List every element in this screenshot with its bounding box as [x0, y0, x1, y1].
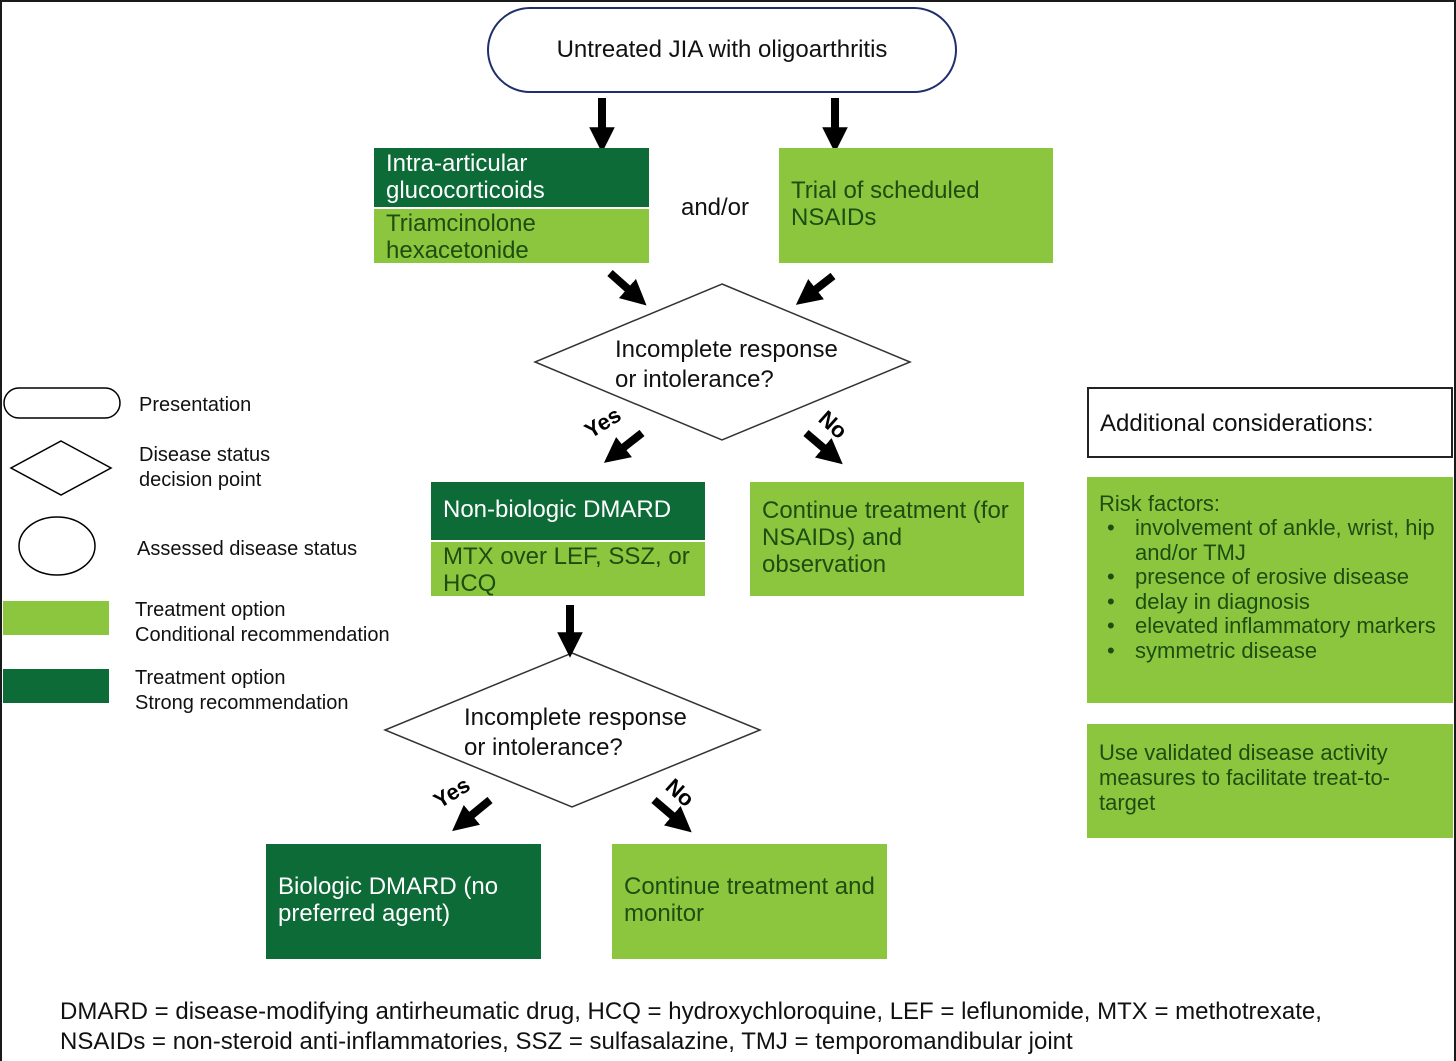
- start-node-label: Untreated JIA with oligoarthritis: [556, 36, 888, 63]
- legend-strong-line1: Treatment option: [135, 667, 286, 689]
- dmard-title-box: Non-biologic DMARD: [431, 482, 705, 540]
- dmard-title: Non-biologic DMARD: [443, 496, 672, 523]
- continue-1-box: Continue treatment (for NSAIDs) and obse…: [750, 482, 1024, 596]
- dmard-sub-box: MTX over LEF, SSZ, or HCQ: [431, 540, 705, 597]
- iac-sub-box: Triamcinolone hexacetonide: [374, 207, 649, 264]
- considerations-title-box: Additional considerations:: [1087, 387, 1453, 458]
- continue-2-label: Continue treatment and monitor: [624, 873, 875, 927]
- arrow-no-1: [803, 429, 843, 465]
- legend-diamond-shape: [9, 440, 113, 496]
- risk-factors-title: Risk factors:: [1099, 491, 1221, 516]
- arrow-iac-to-decision: [607, 270, 647, 306]
- legend-assessed: Assessed disease status: [137, 538, 358, 560]
- measures-box: Use validated disease activity measures …: [1087, 724, 1453, 838]
- decision-1-label: Incomplete response or intolerance?: [615, 336, 838, 393]
- biologic-box: Biologic DMARD (no preferred agent): [266, 844, 541, 959]
- risk-factors-list: involvement of ankle, wrist, hip and/or …: [1099, 515, 1441, 664]
- arrow-nsaids-to-decision: [795, 272, 836, 305]
- footnote-line2: NSAIDs = non-steroid anti-inflammatories…: [60, 1028, 1073, 1055]
- risk-factors-box: Risk factors: involvement of ankle, wris…: [1087, 477, 1453, 703]
- risk-factor-item: elevated inflammatory markers: [1099, 613, 1441, 639]
- continue-2-box: Continue treatment and monitor: [612, 844, 887, 959]
- nsaids-label: Trial of scheduled NSAIDs: [791, 177, 980, 231]
- legend-decision-line2: decision point: [139, 469, 262, 491]
- legend-circle-shape: [18, 516, 96, 576]
- legend-presentation: Presentation: [139, 394, 252, 416]
- iac-sub: Triamcinolone hexacetonide: [386, 210, 536, 264]
- legend-decision-line1: Disease status: [139, 444, 271, 466]
- considerations-title: Additional considerations:: [1100, 410, 1374, 437]
- dmard-sub: MTX over LEF, SSZ, or HCQ: [443, 543, 690, 597]
- continue-1-label: Continue treatment (for NSAIDs) and obse…: [762, 497, 1009, 578]
- legend-strong-line2: Strong recommendation: [135, 692, 349, 714]
- arrow-yes-2: [452, 796, 493, 832]
- risk-factor-item: presence of erosive disease: [1099, 564, 1441, 590]
- legend-oval-shape: [3, 387, 121, 419]
- biologic-label: Biologic DMARD (no preferred agent): [278, 873, 499, 927]
- risk-factor-item: delay in diagnosis: [1099, 589, 1441, 615]
- start-oval-shape: [487, 7, 957, 93]
- iac-title: Intra-articular glucocorticoids: [386, 150, 545, 204]
- measures-label: Use validated disease activity measures …: [1099, 740, 1391, 815]
- andor-label: and/or: [680, 194, 750, 221]
- footnote-line1: DMARD = disease-modifying antirheumatic …: [60, 998, 1322, 1025]
- decision-diamond-1: [533, 283, 912, 441]
- decision-2-label: Incomplete response or intolerance?: [464, 704, 687, 761]
- legend-conditional-swatch: [3, 601, 109, 635]
- arrow-no-2: [651, 796, 692, 833]
- legend-conditional-line1: Treatment option: [135, 599, 286, 621]
- arrow-yes-1: [603, 429, 645, 463]
- risk-factor-item: symmetric disease: [1099, 638, 1441, 664]
- nsaids-box: Trial of scheduled NSAIDs: [779, 148, 1053, 263]
- decision-diamond-2: [383, 652, 762, 808]
- iac-title-box: Intra-articular glucocorticoids: [374, 148, 649, 207]
- legend-strong-swatch: [3, 669, 109, 703]
- legend-conditional-line2: Conditional recommendation: [135, 624, 390, 646]
- risk-factor-item: involvement of ankle, wrist, hip and/or …: [1099, 515, 1441, 565]
